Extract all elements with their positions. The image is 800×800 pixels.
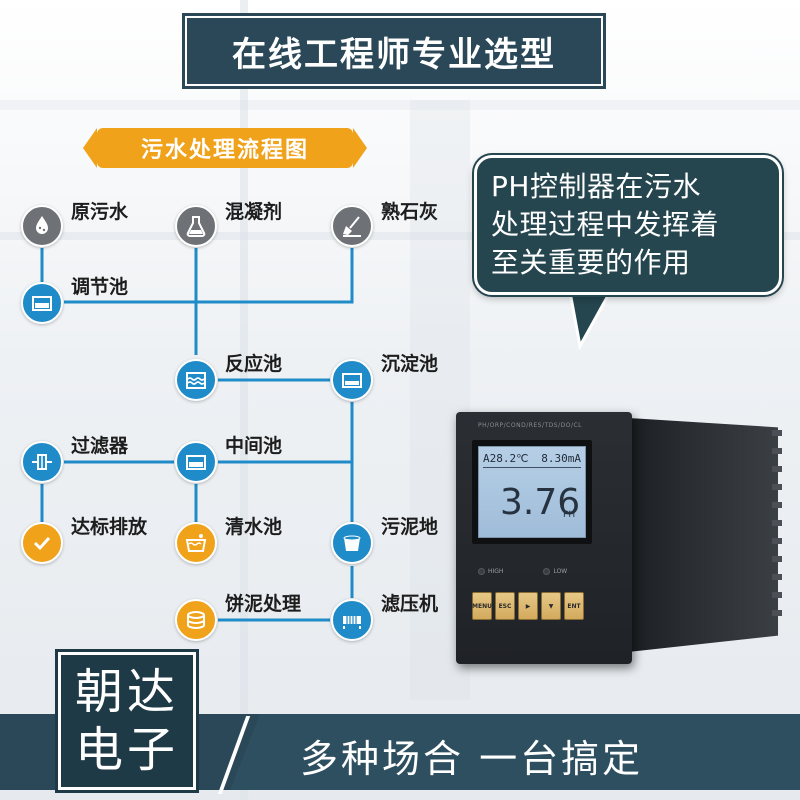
device-ridge [772, 466, 782, 472]
enter-key[interactable]: ENT [564, 592, 584, 620]
device-ridge [772, 538, 782, 544]
device-side-panel [628, 418, 778, 652]
device-ridge [772, 574, 782, 580]
bg-stripe [0, 100, 800, 110]
top-title-box: 在线工程师专业选型 [185, 16, 603, 86]
brand-line-1: 朝达 [74, 664, 179, 720]
device-keypad: MENU ESC ▶ ▼ ENT [472, 592, 584, 620]
node-label: 滤压机 [381, 593, 439, 615]
tank-icon [175, 441, 217, 483]
right-key[interactable]: ▶ [518, 592, 538, 620]
bubble-line-1: PH控制器在污水 [491, 170, 701, 203]
device-ridge [772, 610, 782, 616]
tank-icon [331, 359, 373, 401]
node-label: 反应池 [225, 353, 283, 375]
page-title: 在线工程师专业选型 [232, 34, 556, 75]
node-label: 过滤器 [71, 435, 129, 457]
waves-icon [175, 359, 217, 401]
device-model: PH/ORP/COND/RES/TDS/DO/CL [478, 422, 583, 429]
device-ridge [772, 520, 782, 526]
node-label: 沉淀池 [381, 353, 439, 375]
lcd-current: 8.30mA [541, 452, 581, 465]
node-label: 饼泥处理 [225, 593, 302, 615]
speech-bubble: PH控制器在污水 处理过程中发挥着 至关重要的作用 [474, 155, 782, 295]
lcd-temperature: A28.2℃ [483, 452, 529, 465]
device-ridge [772, 484, 782, 490]
led-icon [543, 568, 551, 575]
down-key[interactable]: ▼ [541, 592, 561, 620]
node-label: 熟石灰 [381, 201, 439, 223]
led-indicator-row: HIGH LOW [478, 568, 567, 575]
device-ridge [772, 448, 782, 454]
node-label: 原污水 [71, 201, 129, 223]
slogan: 多种场合 一台搞定 [300, 737, 644, 781]
led-low: LOW [543, 568, 567, 575]
tank-icon [21, 282, 63, 324]
device-ridge [772, 502, 782, 508]
brand-line-2: 电子 [74, 722, 179, 778]
flow-chart-label: 污水处理流程图 [83, 128, 367, 168]
device-ridge [772, 556, 782, 562]
node-label: 清水池 [225, 516, 283, 538]
water-basin-icon [175, 522, 217, 564]
flask-icon [175, 205, 217, 247]
device-ridge [772, 592, 782, 598]
bubble-line-3: 至关重要的作用 [491, 246, 691, 279]
cake-stack-icon [175, 599, 217, 641]
bubble-tail [566, 290, 614, 350]
brand-logo-box: 朝达 电子 [58, 652, 196, 790]
node-label: 调节池 [71, 276, 129, 298]
node-label: 中间池 [225, 435, 283, 457]
bottom-banner-right [230, 714, 800, 790]
menu-key[interactable]: MENU [472, 592, 492, 620]
lcd-unit: PH [563, 510, 576, 520]
lcd-status-row: A28.2℃ 8.30mA [483, 452, 581, 468]
filter-icon [21, 441, 63, 483]
lcd-ph-value: 3.76 [500, 482, 581, 523]
node-label: 混凝剂 [225, 201, 283, 223]
sludge-bucket-icon [331, 522, 373, 564]
sewage-drop-icon [21, 205, 63, 247]
shovel-icon [331, 205, 373, 247]
bubble-line-2: 处理过程中发挥着 [491, 208, 720, 241]
led-high: HIGH [478, 568, 503, 575]
node-label: 达标排放 [71, 516, 148, 538]
checkmark-icon [21, 522, 63, 564]
press-machine-icon [331, 599, 373, 641]
device-ridge [772, 430, 782, 436]
led-icon [478, 568, 485, 575]
node-label: 污泥地 [381, 516, 439, 538]
lcd-screen [478, 446, 586, 538]
esc-key[interactable]: ESC [495, 592, 515, 620]
